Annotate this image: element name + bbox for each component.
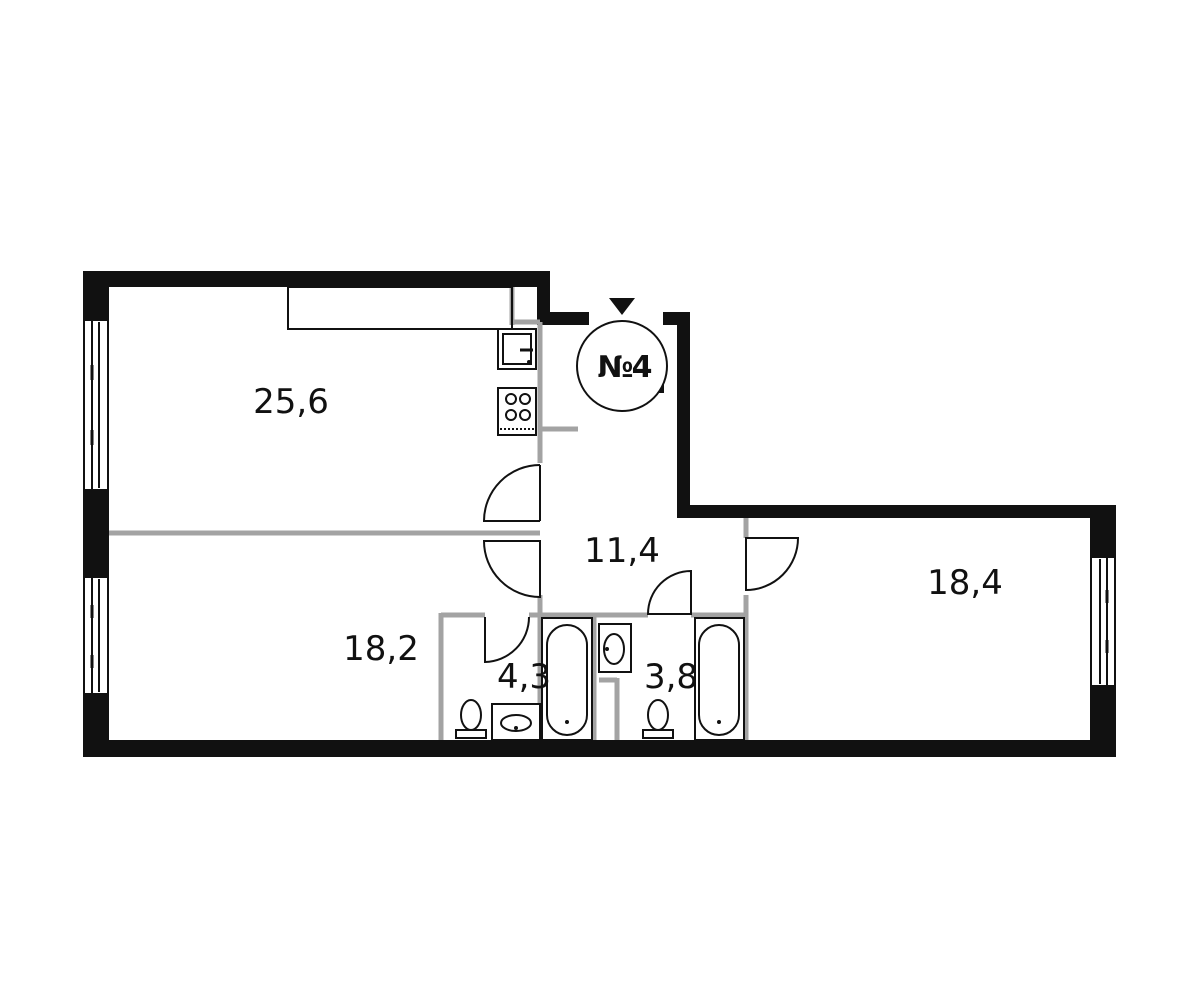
area-bathroom-1: 4,3 bbox=[497, 657, 551, 697]
door-bathroom-1 bbox=[484, 616, 530, 664]
kitchen-sink bbox=[497, 328, 537, 370]
window-left-bottom bbox=[83, 576, 109, 695]
entrance-marker: №4 bbox=[576, 298, 668, 412]
area-bathroom-2: 3,8 bbox=[644, 657, 698, 697]
washbasin-1 bbox=[491, 703, 541, 741]
door-bedroom-left bbox=[482, 540, 541, 599]
apartment-number: №4 bbox=[598, 350, 652, 385]
window-right bbox=[1090, 556, 1116, 687]
wall-corridor-right bbox=[677, 312, 690, 518]
kitchen-counter bbox=[287, 286, 513, 330]
bathtub-2 bbox=[694, 617, 745, 741]
wall-notch-horizontal bbox=[537, 312, 589, 325]
area-hallway: 11,4 bbox=[584, 531, 660, 571]
wall-bottom bbox=[83, 740, 1116, 757]
interior-partitions bbox=[109, 287, 749, 740]
room-labels: 25,6 11,4 18,4 18,2 4,3 3,8 bbox=[253, 382, 1003, 697]
wall-notch-vertical bbox=[537, 271, 550, 325]
toilet-2 bbox=[642, 699, 674, 739]
washbasin-2 bbox=[598, 623, 632, 673]
window-left-top bbox=[83, 319, 109, 491]
door-bedroom-right bbox=[745, 537, 800, 592]
door-kitchen bbox=[482, 464, 541, 522]
door-bathroom-2 bbox=[646, 569, 692, 615]
wall-top-left bbox=[83, 271, 550, 287]
wall-right-top bbox=[677, 505, 1116, 518]
bathtub-1 bbox=[541, 617, 593, 741]
kitchen-stove bbox=[497, 387, 537, 436]
area-living-kitchen: 25,6 bbox=[253, 382, 329, 422]
toilet-1 bbox=[455, 699, 487, 739]
area-bedroom-right: 18,4 bbox=[927, 563, 1003, 603]
apartment-badge bbox=[576, 320, 668, 412]
entrance-arrow-icon bbox=[609, 298, 635, 315]
area-bedroom-left: 18,2 bbox=[343, 629, 419, 669]
